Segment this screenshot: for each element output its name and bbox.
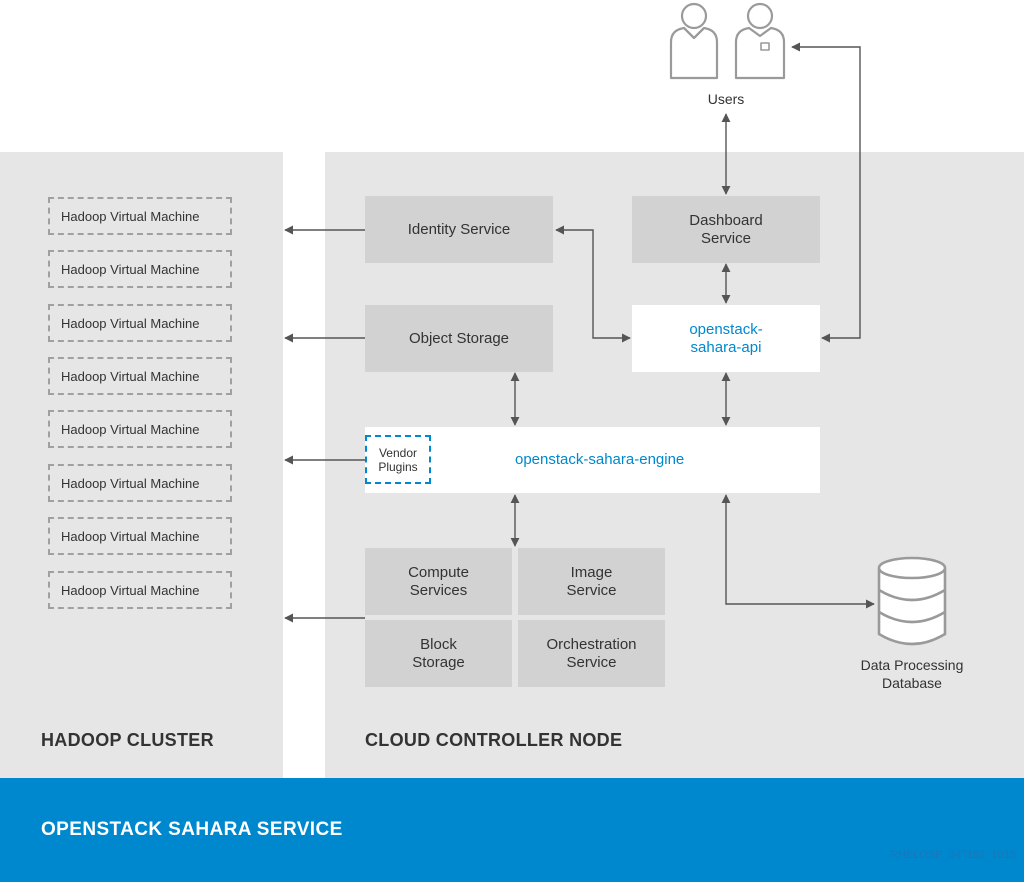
hadoop-vm: Hadoop Virtual Machine [48, 250, 232, 288]
dashboard-service-box: Dashboard Service [632, 196, 820, 263]
hadoop-vm: Hadoop Virtual Machine [48, 357, 232, 395]
footer-band [0, 778, 1024, 882]
users-label: Users [707, 91, 745, 107]
hadoop-cluster-title: HADOOP CLUSTER [41, 730, 214, 750]
user-badge-icon [734, 2, 786, 80]
hadoop-vm: Hadoop Virtual Machine [48, 410, 232, 448]
database-label: Data Processing Database [860, 657, 964, 691]
database-icon [877, 556, 947, 646]
identity-service-box: Identity Service [365, 196, 553, 263]
user-icon [669, 2, 719, 80]
hadoop-vm: Hadoop Virtual Machine [48, 464, 232, 502]
controller-title: CLOUD CONTROLLER NODE [365, 730, 623, 750]
figure-id: RHELOSP_347192_1015 [890, 849, 1016, 861]
arrow-identity-api [555, 225, 631, 343]
vendor-plugins-box: Vendor Plugins [365, 435, 431, 484]
arrow-users-api [791, 42, 861, 343]
sahara-engine-label: openstack-sahara-engine [515, 451, 685, 468]
sahara-api-box: openstack- sahara-api [632, 305, 820, 372]
compute-services-box: Compute Services [365, 548, 512, 615]
image-service-box: Image Service [518, 548, 665, 615]
object-storage-box: Object Storage [365, 305, 553, 372]
block-storage-box: Block Storage [365, 620, 512, 687]
arrow-engine-database [721, 494, 875, 609]
hadoop-vm: Hadoop Virtual Machine [48, 571, 232, 609]
orchestration-service-box: Orchestration Service [518, 620, 665, 687]
footer-title: OPENSTACK SAHARA SERVICE [41, 819, 343, 840]
hadoop-vm: Hadoop Virtual Machine [48, 517, 232, 555]
hadoop-vm: Hadoop Virtual Machine [48, 197, 232, 235]
hadoop-vm: Hadoop Virtual Machine [48, 304, 232, 342]
sahara-engine-box: openstack-sahara-engine [365, 427, 820, 493]
